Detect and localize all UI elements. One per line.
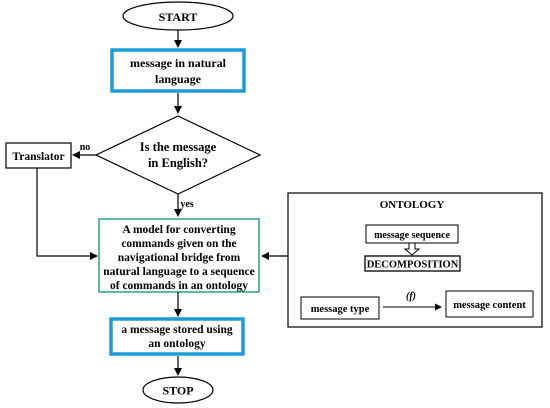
message-type-label: message type (311, 304, 370, 315)
message-type-box: message type (300, 296, 380, 320)
model-line-2: commands given on the (121, 238, 236, 250)
language-decision: Is the message in English? (94, 115, 262, 195)
decision-line-2: in English? (148, 156, 208, 170)
decomposition-label: DECOMPOSITION (367, 260, 459, 271)
start-label: START (159, 10, 198, 24)
input-message-box: message in natural language (110, 48, 246, 93)
model-line-3: navigational bridge from (118, 252, 241, 264)
stored-message-box: a message stored using an ontology (109, 317, 245, 356)
stop-terminal: STOP (142, 376, 214, 404)
function-symbol: (f) (406, 291, 416, 302)
translator-box: Translator (5, 142, 72, 169)
input-line-2: language (155, 72, 202, 86)
ontology-panel: ONTOLOGY message sequence DECOMPOSITION … (287, 192, 543, 328)
stop-label: STOP (162, 384, 193, 398)
message-content-box: message content (445, 290, 534, 318)
message-content-label: message content (453, 300, 526, 311)
down-arrow-icon (403, 242, 421, 256)
output-line-1: a message stored using (121, 324, 233, 336)
message-sequence-label: message sequence (374, 230, 450, 241)
branch-yes-label: yes (180, 199, 193, 210)
output-line-2: an ontology (148, 338, 205, 350)
input-line-1: message in natural (130, 56, 227, 70)
branch-no-label: no (80, 142, 91, 153)
translator-label: Translator (12, 151, 64, 163)
model-line-1: A model for converting (122, 224, 235, 236)
model-line-4: natural language to a sequence (103, 266, 254, 278)
start-terminal: START (122, 1, 234, 31)
conversion-model-box: A model for converting commands given on… (98, 218, 260, 293)
decomposition-box: DECOMPOSITION (364, 255, 461, 272)
message-sequence-box: message sequence (365, 224, 459, 244)
decision-line-1: Is the message (140, 140, 217, 154)
ontology-title: ONTOLOGY (380, 199, 445, 211)
arrow-translator-to-model (36, 168, 98, 260)
model-line-5: of commands in an ontology (110, 280, 248, 292)
